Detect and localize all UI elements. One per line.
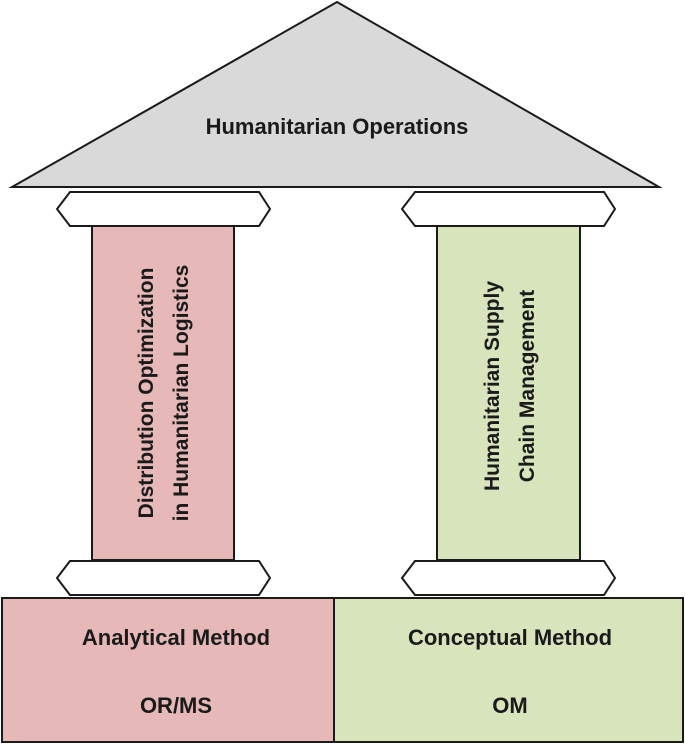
right-pillar-base [400, 560, 617, 596]
analytical-method-label: Analytical Method [82, 625, 270, 650]
left-pillar-label-line2: in Humanitarian Logistics [170, 265, 193, 522]
base-right-block [333, 597, 684, 743]
base-left-block [1, 597, 335, 743]
conceptual-method-label: Conceptual Method [408, 625, 612, 650]
roof-title: Humanitarian Operations [206, 114, 469, 139]
left-pillar-shaft [91, 225, 235, 561]
left-pillar-base [55, 560, 272, 596]
right-pillar-shaft [436, 225, 581, 561]
om-label: OM [492, 693, 527, 718]
or-ms-label: OR/MS [140, 693, 212, 718]
right-pillar-label-line1: Humanitarian Supply [481, 281, 504, 491]
right-pillar-capital [400, 191, 617, 227]
roof-triangle [8, 0, 663, 188]
right-pillar-label-line2: Chain Management [516, 290, 539, 483]
left-pillar-label-line1: Distribution Optimization [135, 268, 158, 519]
left-pillar-capital [55, 191, 272, 227]
